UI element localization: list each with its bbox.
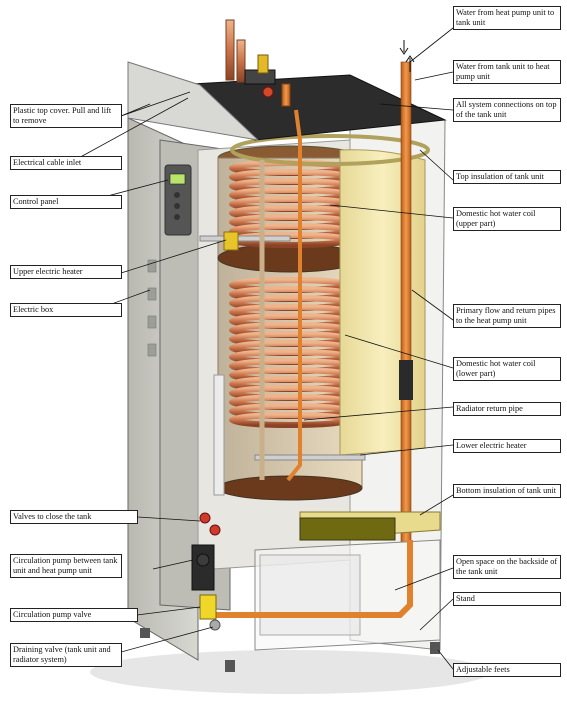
label-water-from-tank: Water from tank unit to heat pump unit <box>453 60 561 84</box>
label-electric-box: Electric box <box>10 303 122 317</box>
label-top-insulation: Top insulation of tank unit <box>453 170 561 184</box>
flow-arrow-down <box>399 40 409 55</box>
circulation-pump-graphic <box>191 544 215 591</box>
open-space-panel <box>259 554 361 636</box>
insulation-top-rim <box>230 134 430 166</box>
radiator-return-pipe <box>286 109 302 482</box>
control-panel-graphic <box>164 164 192 236</box>
adjustable-feet <box>140 628 440 672</box>
label-circulation-pump-valve: Circulation pump valve <box>10 608 138 622</box>
label-bottom-insulation: Bottom insulation of tank unit <box>453 484 561 498</box>
anode-rod <box>213 374 225 496</box>
dhw-coil-lower <box>229 277 351 428</box>
primary-flow-pipe <box>400 61 412 543</box>
flow-arrow-up <box>405 55 415 72</box>
label-all-system-connections: All system connections on top of the tan… <box>453 98 561 122</box>
label-water-from-heat-pump: Water from heat pump unit to tank unit <box>453 6 561 30</box>
insulation-jacket <box>339 149 426 456</box>
label-lower-electric-heater: Lower electric heater <box>453 439 561 453</box>
label-draining-valve: Draining valve (tank unit and radiator s… <box>10 643 122 667</box>
label-valves-to-close-tank: Valves to close the tank <box>10 510 138 524</box>
top-connections <box>225 19 291 107</box>
label-dhw-coil-lower: Domestic hot water coil (lower part) <box>453 357 561 381</box>
top-cover-plastic <box>127 61 260 141</box>
label-adjustable-feets: Adjustable feets <box>453 663 561 677</box>
electric-box-slots <box>147 259 157 357</box>
label-plastic-top-cover: Plastic top cover. Pull and lift to remo… <box>10 104 122 128</box>
label-control-panel: Control panel <box>10 195 122 209</box>
label-radiator-return-pipe: Radiator return pipe <box>453 402 561 416</box>
upper-electric-heater-graphic <box>199 231 291 251</box>
label-circulation-pump: Circulation pump between tank unit and h… <box>10 554 122 578</box>
valves-to-close-tank <box>199 512 221 536</box>
circulation-pump-valve-graphic <box>199 594 217 620</box>
label-upper-electric-heater: Upper electric heater <box>10 265 122 279</box>
primary-pipe-insulation <box>399 360 413 400</box>
bottom-loop-pipe <box>205 540 413 618</box>
label-stand: Stand <box>453 592 561 606</box>
floor-shadow <box>90 650 490 694</box>
lower-electric-heater-graphic <box>254 454 366 461</box>
label-dhw-coil-upper: Domestic hot water coil (upper part) <box>453 207 561 231</box>
label-open-space-backside: Open space on the backside of the tank u… <box>453 555 561 579</box>
label-primary-flow-return: Primary flow and return pipes to the hea… <box>453 304 561 328</box>
draining-valve-graphic <box>209 619 221 631</box>
bottom-insulation-dark <box>299 517 396 541</box>
label-electrical-cable-inlet: Electrical cable inlet <box>10 156 122 170</box>
